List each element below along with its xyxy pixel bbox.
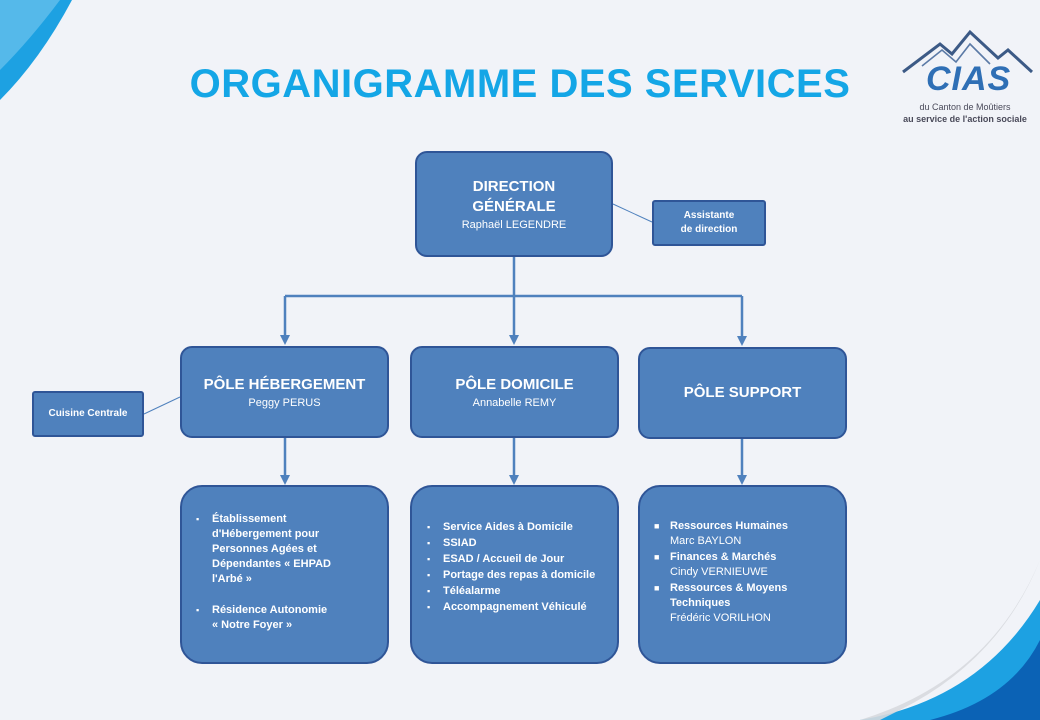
service-item: ▪ ESAD / Accueil de Jour <box>427 552 617 567</box>
direction-title-2: GÉNÉRALE <box>472 198 556 215</box>
service-person: Frédéric VORILHON <box>670 612 771 624</box>
service-label-line: Dépendantes « EHPAD <box>212 558 331 570</box>
bullet-icon: ■ <box>654 521 660 531</box>
service-label: Résidence Autonomie « Notre Foyer » <box>212 603 327 633</box>
pole-hebergement-title: PÔLE HÉBERGEMENT <box>203 376 366 393</box>
service-label-line: l'Arbé » <box>212 573 252 585</box>
service-label-line: Personnes Agées et <box>212 543 317 555</box>
service-label-line: « Notre Foyer » <box>212 619 293 631</box>
bullet-icon: ▪ <box>427 570 431 580</box>
bullet-icon: ▪ <box>196 514 200 524</box>
assistant-label-1: Assistante <box>683 210 735 221</box>
bottom-right-wave-dark <box>930 640 1040 720</box>
service-label: ESAD / Accueil de Jour <box>443 553 565 565</box>
logo-subtitle: du Canton de Moûtiers <box>919 102 1011 112</box>
service-item: ▪ Accompagnement Véhiculé <box>427 600 617 615</box>
service-label: Accompagnement Véhiculé <box>443 601 587 613</box>
assistant-label-2: de direction <box>680 224 738 235</box>
page-title: ORGANIGRAMME DES SERVICES <box>189 62 851 106</box>
pole-hebergement-person: Peggy PERUS <box>248 397 321 409</box>
bullet-icon: ■ <box>654 552 660 562</box>
bullet-icon: ▪ <box>196 605 200 615</box>
cuisine-label: Cuisine Centrale <box>48 408 128 419</box>
pole-domicile-node: PÔLE DOMICILE Annabelle REMY <box>410 346 619 438</box>
services-domicile-list: ▪ Service Aides à Domicile ▪ SSIAD ▪ ESAD / A… <box>427 520 617 616</box>
direction-person: Raphaël LEGENDRE <box>461 219 567 231</box>
bullet-icon: ■ <box>654 583 660 593</box>
mountain-logo-icon <box>902 29 1034 74</box>
bottom-right-wave <box>860 600 1040 720</box>
service-item: ▪ SSIAD <box>427 536 617 551</box>
pole-support-node: PÔLE SUPPORT <box>638 347 847 439</box>
service-label-line: Établissement <box>212 513 287 525</box>
bullet-icon: ▪ <box>427 554 431 564</box>
pole-domicile-title: PÔLE DOMICILE <box>455 376 574 393</box>
service-label-line: Techniques <box>670 597 731 609</box>
pole-domicile-person: Annabelle REMY <box>472 397 557 409</box>
service-label-line: Résidence Autonomie <box>212 604 328 616</box>
service-item: ▪ Résidence Autonomie « Notre Foyer » <box>196 603 382 633</box>
service-label-line: Finances & Marchés <box>670 551 777 563</box>
bullet-icon: ▪ <box>427 538 431 548</box>
bullet-icon: ▪ <box>427 602 431 612</box>
connector-assistant <box>612 203 653 223</box>
service-label: Téléalarme <box>443 585 501 597</box>
logo-tagline: au service de l'action sociale <box>903 114 1027 124</box>
service-label-line: Ressources & Moyens <box>670 582 788 594</box>
pole-support-title: PÔLE SUPPORT <box>683 384 802 401</box>
service-person: Marc BAYLON <box>670 535 742 547</box>
bullet-icon: ▪ <box>427 586 431 596</box>
bullet-icon: ▪ <box>427 522 431 532</box>
services-domicile-box <box>410 485 619 664</box>
direction-title-1: DIRECTION <box>472 178 556 195</box>
connector-cuisine <box>143 396 181 415</box>
service-label: Portage des repas à domicile <box>443 569 596 581</box>
service-label-line: Ressources Humaines <box>670 520 788 532</box>
direction-node: DIRECTION GÉNÉRALE Raphaël LEGENDRE <box>415 151 613 257</box>
logo-name: CIAS <box>926 60 1012 98</box>
assistant-node: Assistante de direction <box>652 200 766 246</box>
services-support-box <box>638 485 847 664</box>
top-left-wave-light <box>0 0 60 70</box>
services-hebergement-box <box>180 485 389 664</box>
service-item: ▪ Portage des repas à domicile <box>427 568 617 583</box>
cuisine-node: Cuisine Centrale <box>32 391 144 437</box>
pole-hebergement-node: PÔLE HÉBERGEMENT Peggy PERUS <box>180 346 389 438</box>
service-item: ▪ Service Aides à Domicile <box>427 520 617 535</box>
service-person: Cindy VERNIEUWE <box>670 566 768 578</box>
service-label: Service Aides à Domicile <box>443 521 573 533</box>
service-label: SSIAD <box>443 537 477 549</box>
service-label-line: d'Hébergement pour <box>212 528 320 540</box>
service-item: ▪ Téléalarme <box>427 584 617 599</box>
